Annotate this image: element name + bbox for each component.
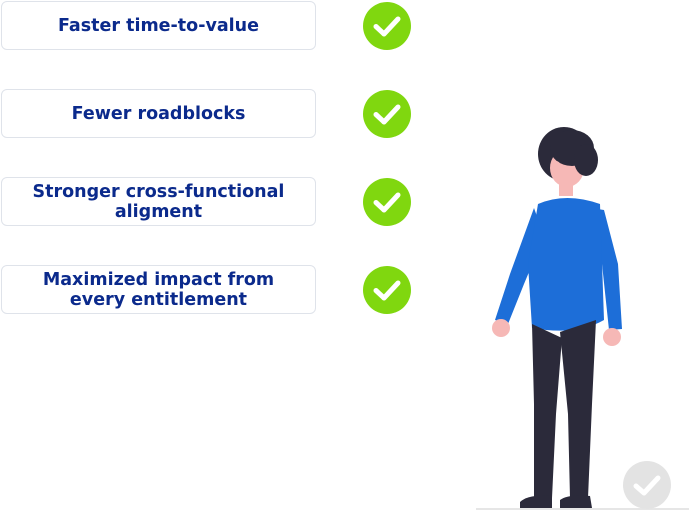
person-standing-illustration — [476, 124, 689, 511]
benefit-label: Stronger cross-functional aligment — [32, 181, 285, 222]
right-shoe — [560, 495, 592, 508]
benefit-card-stronger-cross-functional-alignment: Stronger cross-functional aligment — [1, 177, 316, 226]
left-hand — [492, 319, 510, 337]
shirt — [528, 198, 604, 331]
benefit-card-faster-time-to-value: Faster time-to-value — [1, 1, 316, 50]
neck — [559, 182, 573, 196]
right-leg — [560, 320, 596, 498]
check-circle-icon — [363, 2, 411, 50]
benefit-card-maximized-impact: Maximized impact from every entitlement — [1, 265, 316, 314]
benefit-label: Faster time-to-value — [57, 15, 260, 36]
check-circle-icon — [363, 266, 411, 314]
benefit-label: Fewer roadblocks — [71, 103, 246, 124]
check-circle-icon — [363, 90, 411, 138]
left-leg — [532, 324, 562, 498]
check-circle-icon — [622, 460, 672, 510]
left-shoe — [520, 495, 552, 508]
left-arm — [495, 208, 544, 324]
ground-line — [476, 508, 689, 510]
right-hand — [603, 328, 621, 346]
check-circle-icon — [363, 178, 411, 226]
benefit-label: Maximized impact from every entitlement — [42, 269, 275, 310]
benefit-card-fewer-roadblocks: Fewer roadblocks — [1, 89, 316, 138]
